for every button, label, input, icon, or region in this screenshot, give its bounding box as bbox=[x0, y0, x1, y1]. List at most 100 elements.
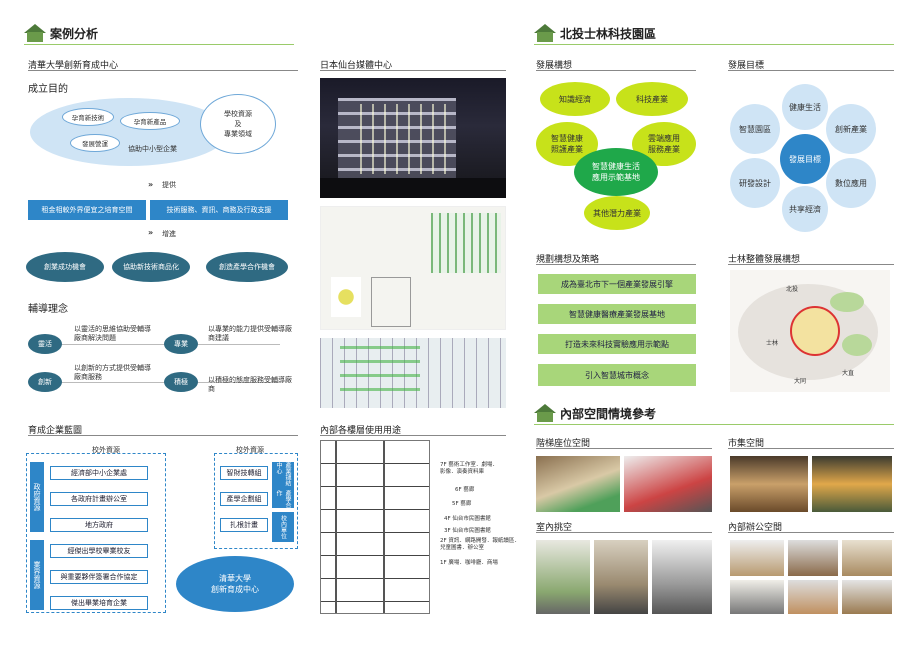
philosophy-desc-proactive: 以積極的態度服務受輔導廠商 bbox=[208, 376, 292, 393]
map-label-shilin: 士林 bbox=[766, 340, 779, 347]
section-title-beitou-shilin: 北投士林科技園區 bbox=[534, 24, 656, 42]
interior-office-label: 內部辦公空間 bbox=[728, 523, 783, 533]
section-drawing bbox=[320, 440, 430, 614]
strategy-item-smart-city: 引入智慧城市概念 bbox=[538, 364, 696, 386]
bubble-demo-base: 智慧健康生活 應用示範基地 bbox=[574, 148, 658, 196]
oval-startup-success: 創業成功機會 bbox=[26, 252, 104, 282]
section-underline bbox=[24, 44, 294, 45]
subtitle-underline bbox=[320, 70, 506, 71]
gov-item-offices: 各政府計畫辦公室 bbox=[50, 492, 148, 506]
atrium-photo-3 bbox=[652, 540, 712, 614]
office-photo-4 bbox=[730, 580, 784, 614]
incubation-center-ellipse: 清華大學 創新育成中心 bbox=[176, 556, 294, 612]
section-underline bbox=[534, 44, 894, 45]
bubble-tech-industry: 科技產業 bbox=[616, 82, 688, 116]
oval-industry-academia: 創造產學合作機會 bbox=[206, 252, 288, 282]
subtitle-underline bbox=[536, 448, 712, 449]
goal-rd-design: 研發設計 bbox=[730, 158, 780, 208]
chevron-down-icon: » bbox=[148, 180, 154, 189]
interior-stair-seating-label: 階梯座位空間 bbox=[536, 439, 591, 449]
dev-goals-subtitle: 發展目標 bbox=[728, 61, 765, 71]
office-photo-2 bbox=[788, 540, 838, 576]
blueprint-heading: 育成企業藍圖 bbox=[28, 426, 83, 436]
philosophy-badge-flexible: 靈活 bbox=[28, 334, 62, 354]
goal-center: 發展目標 bbox=[780, 134, 830, 184]
philosophy-desc-flexible: 以靈活的思維協助受輔導廠商解決問題 bbox=[74, 325, 151, 342]
box-tech-services: 技術服務、資訊、商務及行政支援 bbox=[150, 200, 288, 220]
box-rental-space: 租金相較外界便宜之培育空間 bbox=[28, 200, 146, 220]
philosophy-heading: 輔導理念 bbox=[28, 304, 68, 315]
strategy-item-demo: 打造未來科技實驗應用示範點 bbox=[538, 334, 696, 354]
subtitle-underline bbox=[536, 264, 696, 265]
gov-item-sme: 經濟部中小企業處 bbox=[50, 466, 148, 480]
floor-1f: 1F 廣場．咖啡廳．商場 bbox=[440, 560, 498, 566]
sendai-mediatheque-photo bbox=[320, 78, 506, 198]
inside-item-root: 扎根計畫 bbox=[220, 518, 268, 532]
purpose-oval-tech: 孕育新技術 bbox=[62, 108, 114, 126]
outside-resources-frame bbox=[26, 453, 166, 613]
philosophy-badge-professional: 專業 bbox=[164, 334, 198, 354]
house-icon bbox=[534, 24, 556, 42]
subtitle-underline bbox=[320, 435, 506, 436]
philosophy-badge-proactive: 積極 bbox=[164, 372, 198, 392]
office-photo-5 bbox=[788, 580, 838, 614]
floors-subtitle: 內部各樓層使用用途 bbox=[320, 426, 402, 436]
tsinghua-subtitle: 清華大學創新育成中心 bbox=[28, 61, 119, 71]
philosophy-badge-innovation: 創新 bbox=[28, 372, 62, 392]
subtitle-underline bbox=[728, 448, 894, 449]
map-subtitle: 士林整體發展構想 bbox=[728, 255, 801, 265]
founding-purpose-heading: 成立目的 bbox=[28, 84, 68, 95]
industry-item-enterprises: 傑出畢業培育企業 bbox=[50, 596, 148, 610]
floor-3f: 3F 仙台市民圖書館 bbox=[444, 528, 491, 534]
section-title-interior: 內部空間情境參考 bbox=[534, 404, 656, 422]
market-photo-1 bbox=[730, 456, 808, 512]
gov-resources-label: 政府資源 bbox=[30, 462, 44, 532]
subtitle-underline bbox=[536, 70, 696, 71]
inside-item-ip: 智財技轉組 bbox=[220, 466, 268, 480]
goal-sharing-economy: 共享經濟 bbox=[782, 186, 828, 232]
provide-label: 提供 bbox=[162, 181, 176, 189]
oval-commercialize: 協助新技術商品化 bbox=[112, 252, 190, 282]
dev-concept-subtitle: 發展構想 bbox=[536, 61, 573, 71]
atrium-photo-2 bbox=[594, 540, 648, 614]
floor-4f: 4F 仙台市民圖書館 bbox=[444, 516, 491, 522]
sendai-sketches bbox=[320, 206, 506, 330]
interior-atrium-label: 室內挑空 bbox=[536, 523, 573, 533]
house-icon bbox=[24, 24, 46, 42]
map-label-dazhi: 大直 bbox=[842, 370, 855, 377]
floor-7f: 7F 藝術工作室．劇場． 影像．演奏資料庫 bbox=[440, 462, 498, 475]
inside-vertical-unit: 校內單位 bbox=[272, 512, 294, 542]
subtitle-underline bbox=[28, 435, 298, 436]
purpose-ellipse bbox=[30, 98, 228, 166]
strategy-item-engine: 成為臺北市下一個產業發展引擎 bbox=[538, 274, 696, 294]
strategy-item-medical: 智慧健康醫療產業發展基地 bbox=[538, 304, 696, 324]
sendai-subtitle: 日本仙台媒體中心 bbox=[320, 61, 393, 71]
subtitle-underline bbox=[28, 70, 298, 71]
goal-digital-application: 數位應用 bbox=[826, 158, 876, 208]
shilin-map: 北投 士林 大直 大同 bbox=[730, 270, 890, 392]
philosophy-desc-professional: 以專業的能力提供受輔導廠商建議 bbox=[208, 325, 292, 342]
inside-resources-frame bbox=[214, 453, 298, 549]
industry-item-alumni: 經傑出學校畢業校友 bbox=[50, 544, 148, 558]
subtitle-underline bbox=[728, 264, 894, 265]
section-title-case-analysis: 案例分析 bbox=[24, 24, 98, 42]
floor-5f: 5F 藝廊 bbox=[452, 501, 472, 507]
house-icon bbox=[534, 404, 556, 422]
purpose-oval-product: 孕育新產品 bbox=[120, 112, 180, 130]
inside-item-planning: 產學企劃組 bbox=[220, 492, 268, 506]
office-photo-3 bbox=[842, 540, 892, 576]
inside-resources-label: 校外資源 bbox=[236, 446, 264, 454]
industry-resources-label: 業界資源 bbox=[30, 540, 44, 610]
strategy-subtitle: 規劃構想及策略 bbox=[536, 255, 600, 265]
floor-6f: 6F 藝廊 bbox=[455, 487, 475, 493]
purpose-smes: 協助中小型企業 bbox=[128, 145, 177, 153]
office-photo-6 bbox=[842, 580, 892, 614]
market-photo-2 bbox=[812, 456, 892, 512]
bubble-knowledge-economy: 知識經濟 bbox=[540, 82, 610, 116]
bubble-potential: 其他潛力產業 bbox=[584, 196, 650, 230]
industry-item-partners: 與重要夥伴簽署合作協定 bbox=[50, 570, 148, 584]
goal-smart-park: 智慧園區 bbox=[730, 104, 780, 154]
floor-2f: 2F 資訊．網路開發．報紙讀區． 兒童圖書．辦公室 bbox=[440, 538, 520, 551]
office-photo-1 bbox=[730, 540, 784, 576]
philosophy-divider bbox=[30, 344, 280, 345]
